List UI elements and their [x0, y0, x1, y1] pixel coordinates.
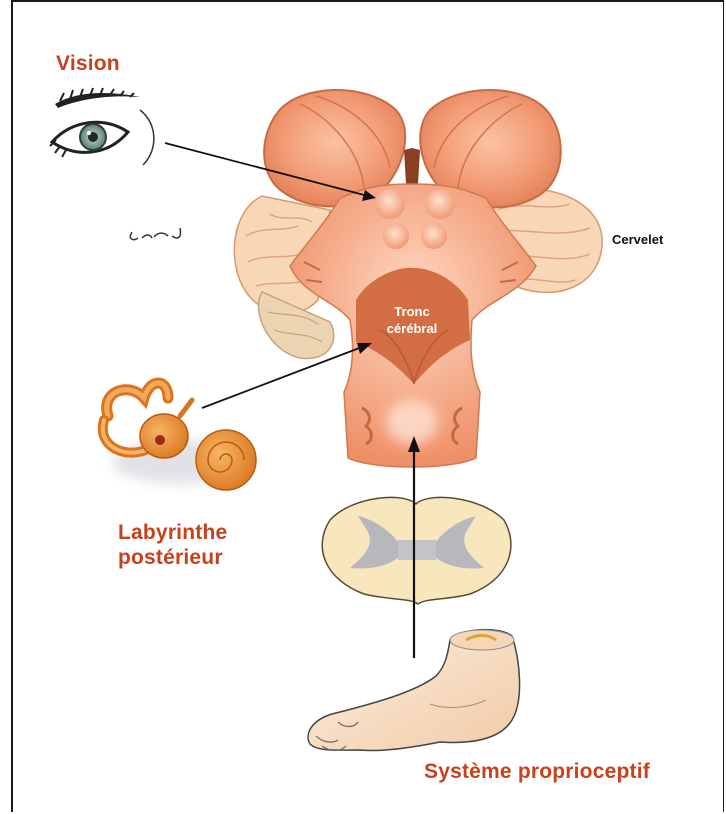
- colliculus: [425, 189, 455, 219]
- colliculus: [421, 223, 447, 249]
- colliculus: [375, 189, 405, 219]
- arrow-labyrinthe: [202, 347, 362, 408]
- eyebrow: [55, 93, 140, 108]
- label-tronc-cerebral: Tronc cérébral: [372, 303, 452, 337]
- label-labyrinthe: Labyrinthe postérieur: [118, 520, 227, 570]
- eye-illustration: [50, 88, 181, 240]
- spinal-cord-section: [322, 497, 511, 604]
- label-labyrinthe-line2: postérieur: [118, 545, 227, 570]
- ankle-section: [450, 630, 514, 650]
- label-labyrinthe-line1: Labyrinthe: [118, 520, 227, 545]
- nose: [130, 228, 180, 240]
- label-vision: Vision: [56, 52, 120, 76]
- inner-ear-illustration: [103, 383, 256, 490]
- vestibule: [140, 414, 188, 458]
- cheek-line: [140, 110, 154, 165]
- label-tronc-line1: Tronc: [372, 303, 452, 320]
- label-systeme-proprioceptif: Système proprioceptif: [424, 760, 650, 784]
- label-cervelet: Cervelet: [612, 232, 663, 247]
- colliculus: [383, 223, 409, 249]
- label-tronc-line2: cérébral: [372, 320, 452, 337]
- cochlea: [196, 430, 256, 490]
